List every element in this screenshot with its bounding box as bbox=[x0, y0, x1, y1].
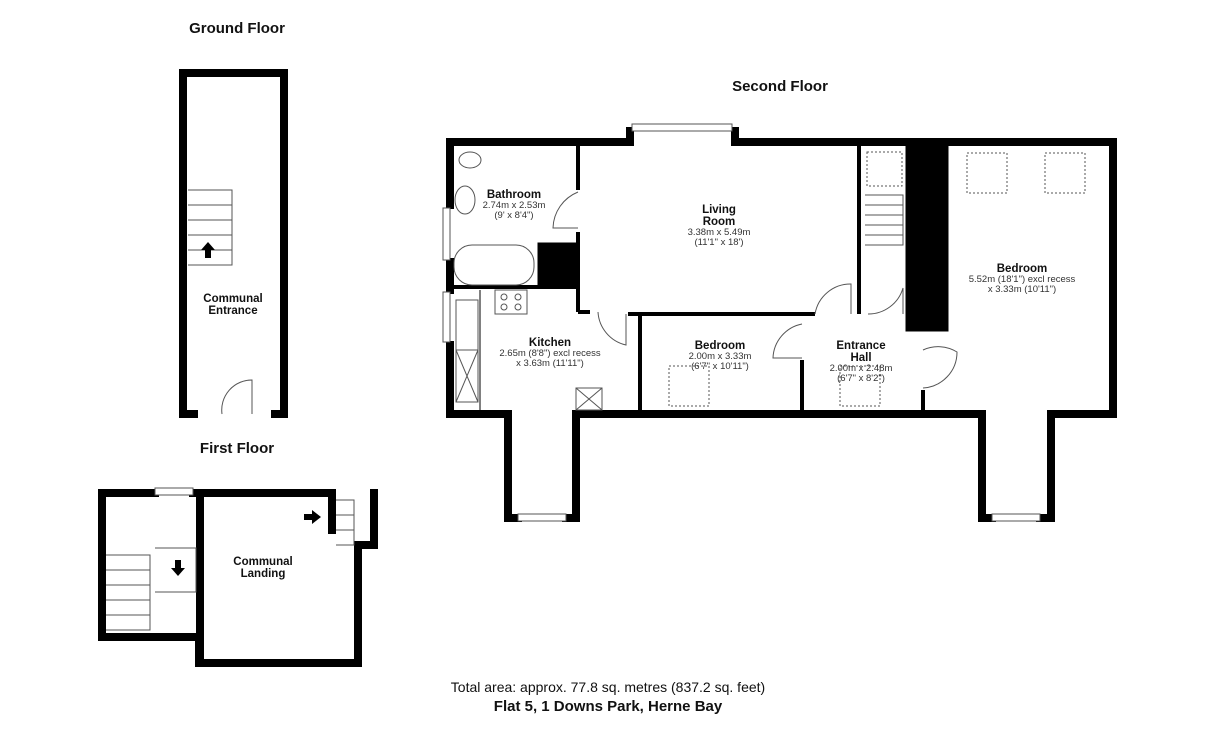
room-name: Kitchen bbox=[528, 337, 572, 349]
room-name: Bedroom bbox=[996, 263, 1048, 275]
room-dimension: 2.74m x 2.53m bbox=[482, 200, 546, 211]
room-dimension-imperial: x 3.63m (11'11") bbox=[516, 358, 584, 369]
room-dimension-imperial: (11'1" x 18') bbox=[694, 237, 744, 248]
room-dimension: 5.52m (18'1") excl recess bbox=[968, 274, 1076, 285]
stair-arrows bbox=[171, 242, 321, 576]
arrow-down-icon bbox=[171, 560, 185, 576]
room-dimension: 2.00m x 2.48m bbox=[829, 363, 893, 374]
room-communal-entrance: Communal Entrance bbox=[203, 293, 263, 317]
room-dimension: 3.38m x 5.49m bbox=[687, 227, 751, 238]
room-living-room: Living Room 3.38m x 5.49m (11'1" x 18') bbox=[688, 204, 751, 248]
room-kitchen: Kitchen 2.65m (8'8") excl recess x 3.63m… bbox=[499, 337, 600, 369]
room-name: Entrance bbox=[836, 340, 886, 352]
room-dimension: 2.65m (8'8") excl recess bbox=[499, 348, 601, 359]
room-name: Hall bbox=[850, 352, 872, 364]
room-dimension-imperial: (9' x 8'4") bbox=[494, 210, 534, 221]
room-bedroom-1: Bedroom 5.52m (18'1") excl recess x 3.33… bbox=[969, 263, 1076, 295]
room-entrance-hall: Entrance Hall 2.00m x 2.48m (6'7" x 8'2"… bbox=[830, 340, 893, 384]
walls bbox=[98, 69, 1117, 667]
room-dimension-imperial: x 3.33m (10'11") bbox=[987, 284, 1057, 295]
arrow-right-icon bbox=[304, 510, 321, 524]
room-name: Room bbox=[702, 216, 736, 228]
first-floor-title: First Floor bbox=[199, 440, 275, 457]
total-area: Total area: approx. 77.8 sq. metres (837… bbox=[450, 679, 766, 695]
arrow-up-icon bbox=[201, 242, 215, 258]
room-communal-landing: Communal Landing bbox=[233, 556, 293, 580]
room-bedroom-2: Bedroom 2.00m x 3.33m (6'7" x 10'11") bbox=[689, 340, 752, 372]
room-dimension: 2.00m x 3.33m bbox=[688, 351, 752, 362]
second-floor-title: Second Floor bbox=[732, 78, 828, 95]
ground-floor-title: Ground Floor bbox=[189, 20, 285, 37]
room-bathroom: Bathroom 2.74m x 2.53m (9' x 8'4") bbox=[483, 189, 546, 221]
room-dimension-imperial: (6'7" x 10'11") bbox=[691, 361, 749, 372]
interior-walls bbox=[454, 145, 949, 410]
property-address: Flat 5, 1 Downs Park, Herne Bay bbox=[493, 698, 723, 715]
room-name: Bathroom bbox=[486, 189, 542, 201]
room-name: Bedroom bbox=[694, 340, 746, 352]
room-dimension-imperial: (6'7" x 8'2") bbox=[837, 373, 885, 384]
fixtures bbox=[106, 123, 1086, 631]
room-name: Living bbox=[702, 204, 736, 216]
